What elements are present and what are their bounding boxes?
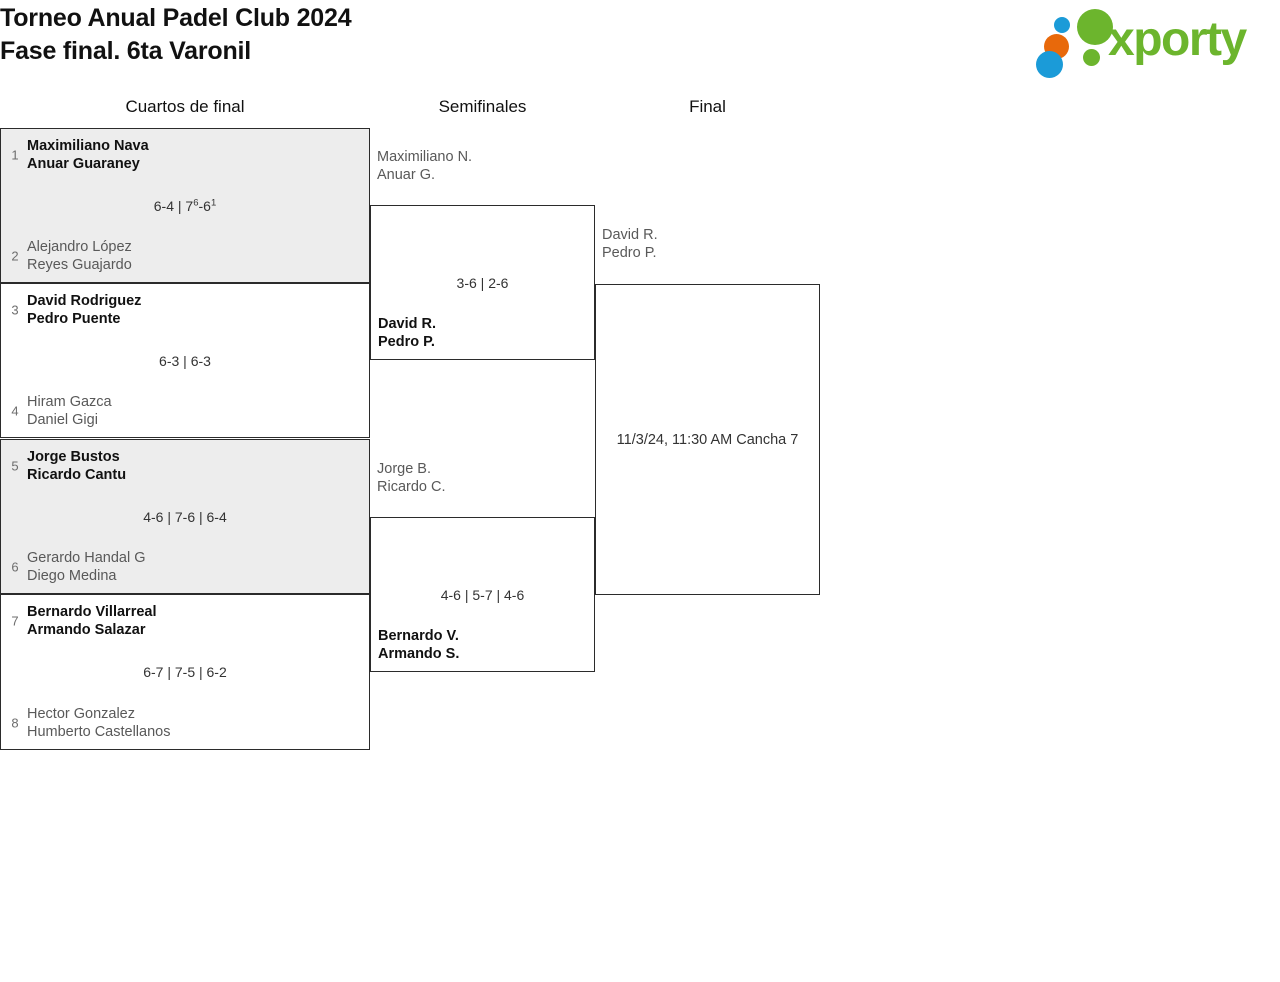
match-team-bottom: 2 Alejandro López Reyes Guajardo xyxy=(1,238,369,274)
player-name: Gerardo Handal G xyxy=(27,550,146,566)
seed-number: 3 xyxy=(11,302,19,318)
player-name: Anuar Guaraney xyxy=(27,156,140,172)
seed-number: 2 xyxy=(11,248,19,264)
final-entrant-top: David R. Pedro P. xyxy=(602,226,658,262)
title-line-1: Torneo Anual Padel Club 2024 xyxy=(0,4,352,32)
match-semifinal-1[interactable]: 3-6 | 2-6 David R. Pedro P. xyxy=(370,205,595,360)
player-name: Maximiliano N. xyxy=(377,149,473,165)
seed-number: 6 xyxy=(11,559,19,575)
logo-dot-blue-small-icon xyxy=(1054,17,1070,33)
seed-number: 7 xyxy=(11,613,19,629)
score-tiebreak: 6 xyxy=(193,196,199,208)
semifinal-1-entrant-top: Maximiliano N. Anuar G. xyxy=(377,148,472,184)
seed-number: 1 xyxy=(11,147,19,163)
player-name: Ricardo Cantu xyxy=(27,467,127,483)
semifinal-2-entrant-top: Jorge B. Ricardo C. xyxy=(377,460,446,496)
final-schedule: 11/3/24, 11:30 AM Cancha 7 xyxy=(616,431,799,448)
player-name: Anuar G. xyxy=(377,167,436,183)
seed-number: 5 xyxy=(11,458,19,474)
match-team-top: 5 Jorge Bustos Ricardo Cantu xyxy=(1,448,369,484)
match-team-bottom: 4 Hiram Gazca Daniel Gigi xyxy=(1,393,369,429)
player-name: Alejandro López xyxy=(27,239,132,255)
player-name: David R. xyxy=(378,316,437,332)
match-semifinal-2[interactable]: 4-6 | 5-7 | 4-6 Bernardo V. Armando S. xyxy=(370,517,595,672)
score-tiebreak: 1 xyxy=(210,196,217,208)
player-name: Pedro P. xyxy=(602,245,657,261)
match-final[interactable]: 11/3/24, 11:30 AM Cancha 7 xyxy=(595,284,820,595)
player-name: David Rodriguez xyxy=(27,293,142,309)
match-quarterfinal-4[interactable]: 7 Bernardo Villarreal Armando Salazar 6-… xyxy=(0,594,370,750)
player-name: Jorge B. xyxy=(377,461,431,477)
match-team-top: 3 David Rodriguez Pedro Puente xyxy=(1,292,369,328)
logo-dot-green-small-icon xyxy=(1083,49,1100,66)
score-text: 6-4 | 7 xyxy=(153,197,194,214)
match-quarterfinal-2[interactable]: 3 David Rodriguez Pedro Puente 6-3 | 6-3… xyxy=(0,283,370,438)
match-team-bottom: David R. Pedro P. xyxy=(371,315,594,351)
player-name: Bernardo V. xyxy=(378,628,459,644)
match-score: 6-3 | 6-3 xyxy=(159,352,211,369)
player-name: Diego Medina xyxy=(27,568,117,584)
player-name: Hector Gonzalez xyxy=(27,706,135,722)
player-name: Reyes Guajardo xyxy=(27,257,132,273)
player-name: Bernardo Villarreal xyxy=(27,604,157,620)
seed-number: 8 xyxy=(11,715,19,731)
player-name: Jorge Bustos xyxy=(27,449,120,465)
round-header-final: Final xyxy=(689,97,726,116)
match-score: 4-6 | 5-7 | 4-6 xyxy=(440,586,525,603)
player-name: Hiram Gazca xyxy=(27,394,112,410)
match-team-bottom: 8 Hector Gonzalez Humberto Castellanos xyxy=(1,705,369,741)
round-header-quarterfinals: Cuartos de final xyxy=(125,97,245,116)
match-team-top: 7 Bernardo Villarreal Armando Salazar xyxy=(1,603,369,639)
match-score: 3-6 | 2-6 xyxy=(456,274,509,291)
player-name: Daniel Gigi xyxy=(27,412,98,428)
logo-dot-green-large-icon xyxy=(1077,9,1113,45)
match-score: 4-6 | 7-6 | 6-4 xyxy=(143,508,227,525)
match-team-bottom: Bernardo V. Armando S. xyxy=(371,627,594,663)
match-team-top: 1 Maximiliano Nava Anuar Guaraney xyxy=(1,137,369,173)
xporty-logo[interactable]: xporty xyxy=(1036,4,1274,78)
match-score: 6-4 | 76-61 xyxy=(1,197,369,215)
logo-dot-blue-large-icon xyxy=(1036,51,1063,78)
seed-number: 4 xyxy=(11,403,19,419)
match-quarterfinal-3[interactable]: 5 Jorge Bustos Ricardo Cantu 4-6 | 7-6 |… xyxy=(0,439,370,594)
player-name: Maximiliano Nava xyxy=(27,138,149,154)
player-name: Pedro P. xyxy=(378,334,435,350)
title-line-2: Fase final. 6ta Varonil xyxy=(0,37,252,65)
match-team-bottom: 6 Gerardo Handal G Diego Medina xyxy=(1,549,369,585)
score-text: -6 xyxy=(198,197,211,214)
player-name: David R. xyxy=(602,227,658,243)
player-name: Pedro Puente xyxy=(27,311,121,327)
match-score: 6-7 | 7-5 | 6-2 xyxy=(143,664,227,680)
player-name: Ricardo C. xyxy=(377,479,446,495)
player-name: Armando S. xyxy=(378,646,460,662)
match-quarterfinal-1[interactable]: 1 Maximiliano Nava Anuar Guaraney 6-4 | … xyxy=(0,128,370,283)
player-name: Humberto Castellanos xyxy=(27,724,171,740)
round-header-semifinals: Semifinales xyxy=(438,97,527,116)
player-name: Armando Salazar xyxy=(27,622,146,638)
logo-wordmark: xporty xyxy=(1108,13,1247,66)
